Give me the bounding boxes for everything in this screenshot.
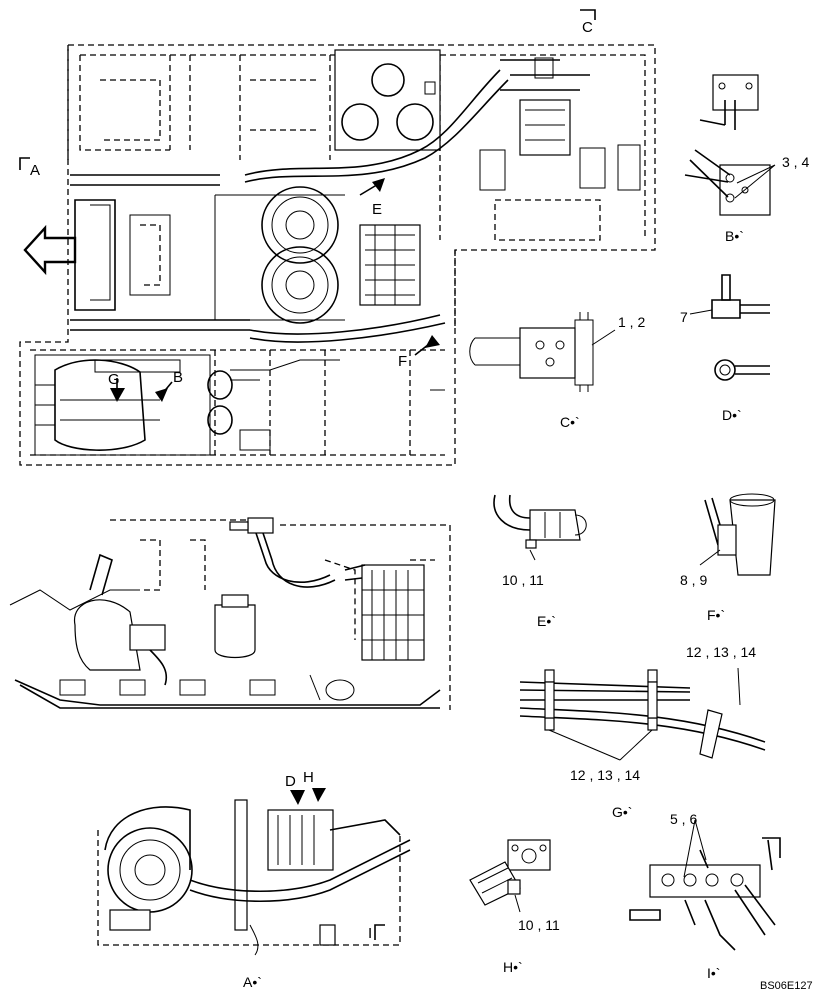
part-numbers-8-9: 8 , 9 (680, 572, 708, 588)
detail-H (469, 839, 551, 913)
view-label-I: I•` (707, 965, 721, 981)
detail-C (469, 312, 616, 392)
part-number-7: 7 (680, 309, 688, 325)
part-numbers-10-11-H: 10 , 11 (518, 917, 560, 933)
callout-H: H (303, 769, 314, 786)
view-A-section-marker: A (30, 162, 41, 179)
part-numbers-1-2: 1 , 2 (618, 314, 646, 330)
view-C-section-marker: C (582, 19, 593, 36)
view-label-B: B•` (725, 228, 744, 244)
part-numbers-10-11-E: 10 , 11 (502, 572, 544, 588)
callout-F: F (398, 353, 408, 370)
view-A (97, 788, 411, 956)
part-numbers-5-6: 5 , 6 (670, 811, 698, 827)
part-numbers-12-13-14-bottom: 12 , 13 , 14 (570, 767, 641, 783)
view-label-C: C•` (560, 414, 580, 430)
part-numbers-12-13-14-top: 12 , 13 , 14 (686, 644, 757, 660)
callout-B: B (173, 369, 184, 386)
view-label-H: H•` (503, 959, 523, 975)
view-label-E: E•` (537, 613, 556, 629)
main-plan-view (19, 9, 656, 466)
callout-I: I (368, 925, 373, 942)
detail-B (684, 74, 776, 216)
view-label-F: F•` (707, 607, 726, 623)
detail-E (493, 494, 587, 561)
detail-F (699, 493, 776, 576)
callout-D: D (285, 773, 296, 790)
side-elevation-view (9, 517, 451, 710)
part-numbers-3-4: 3 , 4 (782, 154, 810, 170)
callout-E: E (372, 201, 383, 218)
drawing-reference-number: BS06E127 (760, 980, 813, 992)
view-label-G: G•` (612, 804, 633, 820)
detail-clamps-12-13-14 (519, 667, 766, 761)
detail-D (689, 274, 770, 381)
detail-I (629, 819, 781, 951)
view-label-D: D•` (722, 407, 742, 423)
view-label-A: A•` (243, 974, 262, 990)
callout-G: G (108, 371, 120, 388)
